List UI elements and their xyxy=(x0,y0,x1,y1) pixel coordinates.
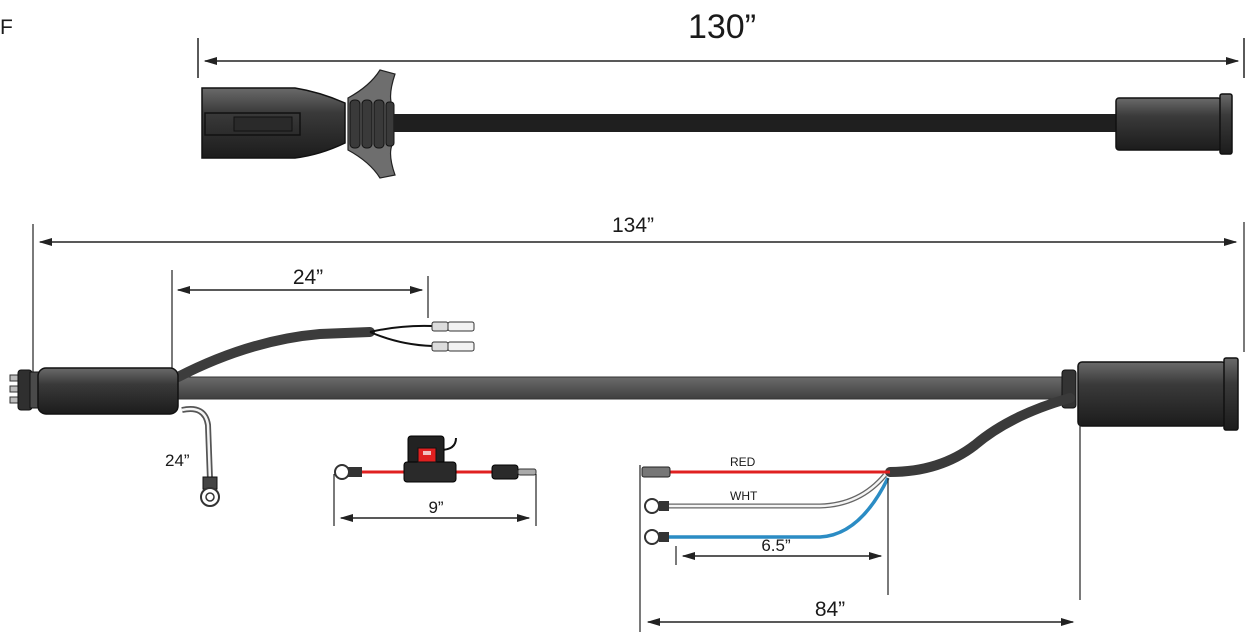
spade-terminal xyxy=(431,321,475,332)
ring-terminal-icon xyxy=(334,464,350,480)
tail-cable xyxy=(885,393,1075,477)
branch-length-label: 24” xyxy=(293,266,323,289)
bottom-harness-assembly: 134” 24” xyxy=(9,214,1245,632)
right-connector xyxy=(1061,357,1239,431)
top-cable-length-label: 130” xyxy=(688,8,756,46)
flat-cable xyxy=(174,376,1066,400)
ring-terminal-icon xyxy=(644,529,660,545)
top-end-connector xyxy=(1115,93,1233,155)
corner-label: F xyxy=(0,16,13,39)
red-wire-label: RED xyxy=(730,455,756,469)
harness-length-label: 134” xyxy=(612,214,654,237)
tail-length-label: 84” xyxy=(815,598,845,621)
seven-way-plug xyxy=(201,69,396,179)
bullet-terminal-icon xyxy=(641,466,671,478)
ground-lead-length-label: 24” xyxy=(165,451,190,470)
left-connector xyxy=(9,367,179,415)
white-wire-label: WHT xyxy=(730,489,758,503)
blue-wire xyxy=(665,477,890,539)
fuse-holder-assembly: 9” xyxy=(333,435,537,526)
ring-terminal-icon xyxy=(200,487,220,507)
ring-terminal-icon xyxy=(644,498,660,514)
top-cable xyxy=(394,114,1118,132)
white-wire xyxy=(665,473,887,509)
fuse-holder xyxy=(403,435,457,483)
branch-cable xyxy=(173,327,375,382)
fuse-lead-length-label: 9” xyxy=(428,498,443,517)
spade-terminal xyxy=(431,341,475,352)
inline-connector xyxy=(491,464,519,480)
pigtail-length-label: 6.5” xyxy=(761,536,791,555)
top-cable-assembly: 130” xyxy=(197,8,1245,179)
